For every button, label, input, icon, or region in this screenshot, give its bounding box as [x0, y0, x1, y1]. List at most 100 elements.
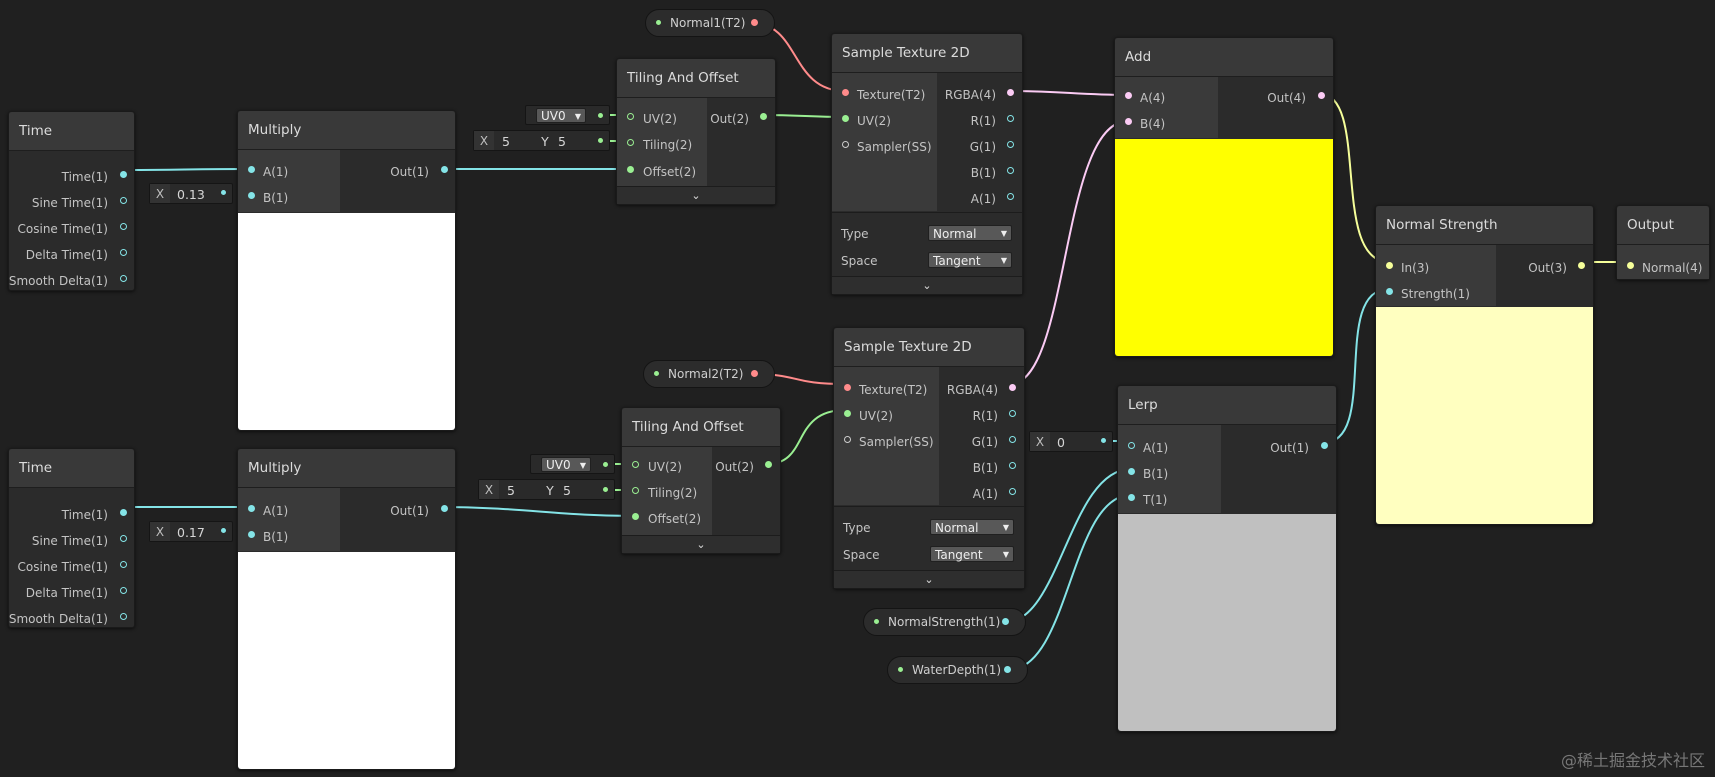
port-strength-dot[interactable] [1386, 288, 1393, 295]
field-x-value: 5 [507, 483, 515, 498]
input-lane [1118, 425, 1221, 513]
port-time-dot[interactable] [120, 171, 127, 178]
port-b-dot[interactable] [1007, 167, 1014, 174]
wire-waterdepth-lerp[interactable] [1007, 494, 1132, 671]
port-b-dot[interactable] [1128, 468, 1135, 475]
port-tiling-dot[interactable] [632, 487, 639, 494]
port-out-dot[interactable] [765, 461, 772, 468]
port-smooth-dot[interactable] [120, 613, 127, 620]
output-node[interactable]: Output Normal(4) [1616, 205, 1710, 280]
port-smooth-dot[interactable] [120, 275, 127, 282]
port-alpha-dot[interactable] [1007, 193, 1014, 200]
port-uv-dot[interactable] [632, 461, 639, 468]
add-node[interactable]: Add A(4) B(4) Out(4) [1114, 37, 1334, 357]
port-a-dot[interactable] [248, 505, 255, 512]
port-r-dot[interactable] [1007, 115, 1014, 122]
port-sampler-dot[interactable] [844, 436, 851, 443]
collapse-button[interactable]: ⌄ [622, 535, 780, 553]
time-node-1[interactable]: Time Time(1) Sine Time(1) Cosine Time(1)… [8, 111, 135, 291]
property-water-depth[interactable]: WaterDepth(1) [887, 656, 1028, 684]
port-uv-dot[interactable] [844, 410, 851, 417]
field-value: 0.17 [177, 525, 205, 540]
tiling2-uv-field[interactable]: UV0▼ [530, 454, 615, 474]
wire-time1-multiply1[interactable] [120, 168, 252, 171]
port-out-dot[interactable] [441, 166, 448, 173]
property-output-dot[interactable] [1002, 618, 1009, 625]
port-a-dot[interactable] [248, 166, 255, 173]
wire-multiply2-tiling2[interactable] [440, 506, 636, 517]
collapse-button[interactable]: ⌄ [834, 570, 1024, 588]
multiply-node-2[interactable]: Multiply A(1) B(1) Out(1) [237, 448, 456, 770]
field-connector-dot [603, 462, 608, 467]
collapse-button[interactable]: ⌄ [832, 276, 1022, 294]
lerp-a-field[interactable]: X 0 [1029, 431, 1113, 452]
tiling-offset-node-1[interactable]: Tiling And Offset UV(2) Tiling(2) Offset… [616, 58, 776, 205]
uv-dropdown[interactable]: UV0▼ [536, 108, 586, 123]
port-sine-dot[interactable] [120, 197, 127, 204]
field-axis-label: X [150, 522, 170, 541]
space-dropdown[interactable]: Tangent▼ [928, 252, 1012, 268]
port-out-dot[interactable] [760, 113, 767, 120]
property-normal1[interactable]: Normal1(T2) [645, 9, 775, 37]
port-texture-dot[interactable] [844, 384, 851, 391]
port-g-dot[interactable] [1009, 436, 1016, 443]
port-t-dot[interactable] [1128, 494, 1135, 501]
input-lane [1115, 77, 1218, 138]
property-output-dot[interactable] [751, 19, 758, 26]
property-output-dot[interactable] [1004, 666, 1011, 673]
type-dropdown[interactable]: Normal▼ [928, 225, 1012, 241]
port-sampler: Sampler(SS) [857, 140, 932, 154]
time-node-2[interactable]: Time Time(1) Sine Time(1) Cosine Time(1)… [8, 448, 135, 628]
port-g-dot[interactable] [1007, 141, 1014, 148]
port-r-dot[interactable] [1009, 410, 1016, 417]
port-b-dot[interactable] [1125, 118, 1132, 125]
port-normal-dot[interactable] [1627, 262, 1634, 269]
port-offset-dot[interactable] [632, 513, 639, 520]
lerp-node[interactable]: Lerp A(1) B(1) T(1) Out(1) [1117, 385, 1337, 732]
space-dropdown[interactable]: Tangent▼ [930, 546, 1014, 562]
port-in-dot[interactable] [1386, 262, 1393, 269]
port-delta-dot[interactable] [120, 587, 127, 594]
port-out-dot[interactable] [1578, 262, 1585, 269]
port-uv-dot[interactable] [842, 115, 849, 122]
multiply-node-1[interactable]: Multiply A(1) B(1) Out(1) [237, 110, 456, 431]
port-cosine-dot[interactable] [120, 561, 127, 568]
port-texture-dot[interactable] [842, 89, 849, 96]
wire-sample1-add[interactable] [1007, 90, 1129, 96]
tiling1-uv-field[interactable]: UV0▼ [525, 105, 610, 125]
multiply2-b-field[interactable]: X 0.17 [149, 521, 233, 542]
port-uv-dot[interactable] [627, 113, 634, 120]
sample-texture-node-1[interactable]: Sample Texture 2D Texture(T2) UV(2) Samp… [831, 33, 1023, 295]
port-cosine-dot[interactable] [120, 223, 127, 230]
uv-dropdown[interactable]: UV0▼ [541, 457, 591, 472]
tiling-offset-node-2[interactable]: Tiling And Offset UV(2) Tiling(2) Offset… [621, 407, 781, 554]
port-out-dot[interactable] [441, 505, 448, 512]
port-out-dot[interactable] [1321, 442, 1328, 449]
port-delta-dot[interactable] [120, 249, 127, 256]
normal-strength-node[interactable]: Normal Strength In(3) Strength(1) Out(3) [1375, 205, 1594, 525]
property-output-dot[interactable] [751, 370, 758, 377]
port-b-dot[interactable] [1009, 462, 1016, 469]
port-out-dot[interactable] [1318, 92, 1325, 99]
wire-sample2-add[interactable] [1009, 120, 1129, 385]
port-a-dot[interactable] [1128, 442, 1135, 449]
port-rgba-dot[interactable] [1007, 89, 1014, 96]
port-sine-dot[interactable] [120, 535, 127, 542]
port-sampler-dot[interactable] [842, 141, 849, 148]
property-normal-strength[interactable]: NormalStrength(1) [863, 608, 1026, 636]
sample-texture-node-2[interactable]: Sample Texture 2D Texture(T2) UV(2) Samp… [833, 327, 1025, 589]
port-time-dot[interactable] [120, 509, 127, 516]
multiply1-b-field[interactable]: X 0.13 [149, 183, 233, 204]
tiling1-xy-field[interactable]: X 5 Y 5 [473, 130, 610, 151]
port-alpha-dot[interactable] [1009, 488, 1016, 495]
property-normal2[interactable]: Normal2(T2) [643, 360, 775, 388]
port-tiling-dot[interactable] [627, 139, 634, 146]
type-dropdown[interactable]: Normal▼ [930, 519, 1014, 535]
tiling2-xy-field[interactable]: X 5 Y 5 [478, 479, 615, 500]
port-b-dot[interactable] [248, 531, 255, 538]
port-rgba-dot[interactable] [1009, 384, 1016, 391]
collapse-button[interactable]: ⌄ [617, 186, 775, 204]
port-offset-dot[interactable] [627, 166, 634, 173]
port-a-dot[interactable] [1125, 92, 1132, 99]
port-b-dot[interactable] [248, 192, 255, 199]
